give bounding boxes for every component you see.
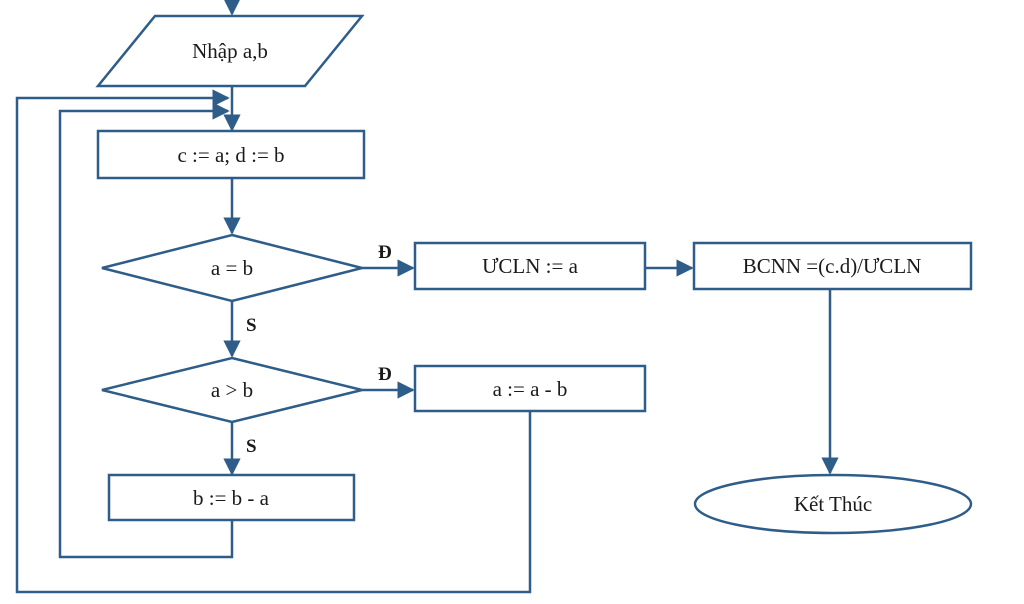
sub-b-node xyxy=(107,473,356,522)
sub-a-label: a := a - b xyxy=(493,377,568,401)
decision-equal-label: a = b xyxy=(211,256,253,280)
loop-sub-b xyxy=(58,102,234,559)
branch-equal-true: Đ xyxy=(378,242,392,263)
lcm-node xyxy=(692,241,973,291)
branch-greater-false: S xyxy=(246,436,257,457)
sub-b-label: b := b - a xyxy=(193,486,270,510)
gcd-label: ƯCLN := a xyxy=(482,254,578,278)
init-node xyxy=(96,129,366,180)
input-label: Nhập a,b xyxy=(192,39,268,63)
input-node xyxy=(95,14,365,88)
branch-equal-false: S xyxy=(246,315,257,336)
end-label: Kết Thúc xyxy=(794,492,872,516)
init-label: c := a; d := b xyxy=(177,143,284,167)
lcm-label: BCNN =(c.d)/ƯCLN xyxy=(743,254,922,278)
end-node xyxy=(693,473,973,535)
decision-greater-label: a > b xyxy=(211,378,253,402)
branch-greater-true: Đ xyxy=(378,364,392,385)
sub-a-node xyxy=(413,364,647,413)
loop-sub-a xyxy=(15,89,532,594)
gcd-node xyxy=(413,241,647,291)
